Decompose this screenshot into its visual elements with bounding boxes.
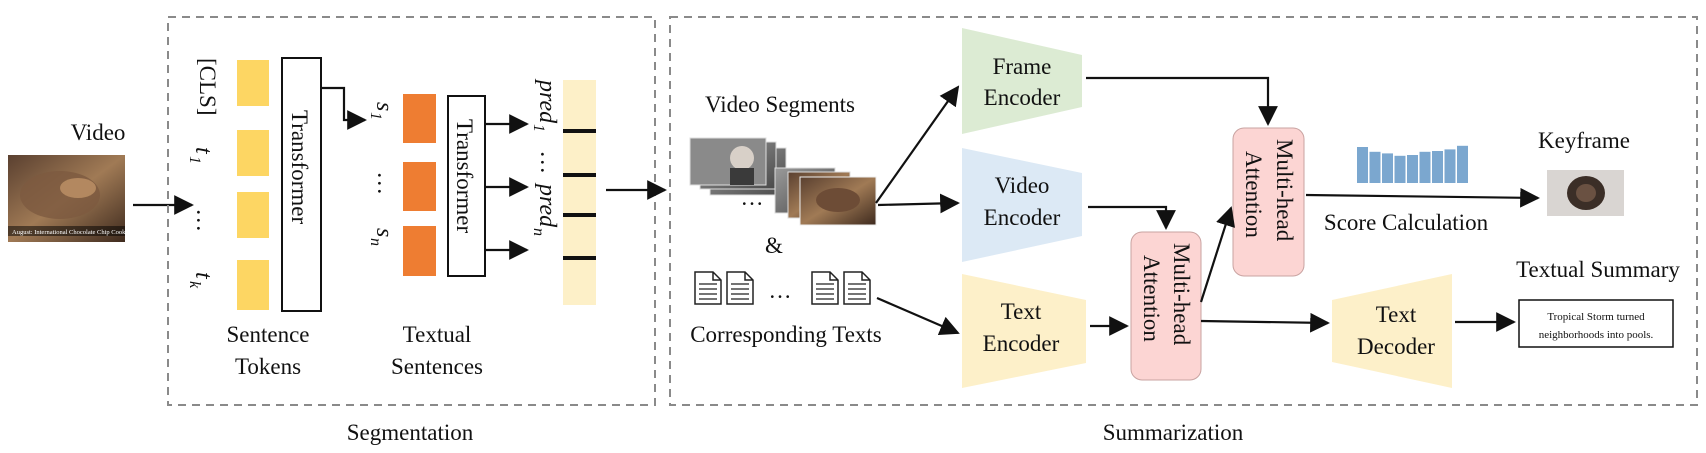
sentence-ellipsis: … xyxy=(372,173,398,194)
sentence-s1-sub: 1 xyxy=(367,112,384,120)
document-icon xyxy=(694,271,722,305)
summary-line-2: neighborhoods into pools. xyxy=(1539,329,1654,341)
document-icon xyxy=(811,271,839,305)
arrow-mha2-to-keyframe xyxy=(1305,187,1540,208)
video-encoder xyxy=(962,148,1082,262)
transformer-2-label: Transformer xyxy=(452,119,477,233)
sentence-sn: s xyxy=(371,228,397,237)
text-decoder-label-1: Text xyxy=(1376,302,1417,327)
transformer-1-label: Transformer xyxy=(287,110,312,224)
video-label: Video xyxy=(71,120,126,145)
arrow-mha1-to-mha2 xyxy=(1199,206,1236,303)
score-bar xyxy=(1432,151,1443,183)
docs-ellipsis: … xyxy=(769,278,792,303)
segmentation-box xyxy=(167,16,656,406)
thumbnail-caption: August: International Chocolate Chip Coo… xyxy=(12,229,143,236)
token-box xyxy=(237,130,269,176)
textual-sentences-label-1: Textual xyxy=(403,322,472,347)
arrow-mha1-to-text-decoder xyxy=(1200,312,1330,333)
keyframe-thumbnail xyxy=(1547,170,1624,216)
pred-ellipsis: … xyxy=(535,152,561,173)
arrow-segments-to-frame-encoder xyxy=(875,85,960,204)
token-ellipsis: … xyxy=(191,210,217,231)
score-bar xyxy=(1357,147,1368,183)
input-video-thumbnail: August: International Chocolate Chip Coo… xyxy=(8,155,143,242)
text-encoder-label-1: Text xyxy=(1001,299,1042,324)
transformer-2 xyxy=(447,95,486,277)
score-bar xyxy=(1419,151,1431,183)
token-cls: [CLS] xyxy=(195,58,220,116)
arrow-video-encoder-to-mha1 xyxy=(1088,205,1176,230)
frame-encoder-label-2: Encoder xyxy=(984,85,1061,110)
summary-box xyxy=(1518,299,1674,348)
multi-head-attention-2 xyxy=(1232,127,1305,277)
pred-bar xyxy=(563,80,596,305)
transformer-1 xyxy=(281,57,322,312)
multi-head-attention-1 xyxy=(1130,231,1202,381)
video-segment-thumbnails-2 xyxy=(774,167,877,226)
text-decoder-label-2: Decoder xyxy=(1357,334,1435,359)
text-encoder-label-2: Encoder xyxy=(983,331,1060,356)
score-calculation-label: Score Calculation xyxy=(1324,210,1489,235)
text-decoder xyxy=(1332,274,1452,388)
keyframe-label: Keyframe xyxy=(1538,128,1630,153)
mha-2-label-1: Multi-head xyxy=(1272,139,1297,242)
summarization-title: Summarization xyxy=(1103,420,1244,445)
summarization-box xyxy=(669,16,1698,406)
frame-encoder-label-1: Frame xyxy=(993,54,1052,79)
arrow-texts-to-text-encoder xyxy=(876,296,960,336)
pred-n-sub: n xyxy=(530,228,547,236)
document-icon xyxy=(726,271,754,305)
token-tk: t xyxy=(190,272,216,280)
token-tk-sub: k xyxy=(186,281,203,289)
pred-n: pred xyxy=(534,182,560,228)
pred-1: pred xyxy=(534,78,560,124)
token-box xyxy=(237,260,269,310)
sentence-tokens-label-2: Tokens xyxy=(235,354,301,379)
pred-1-sub: 1 xyxy=(530,124,547,132)
arrow-segments-to-video-encoder xyxy=(877,193,960,214)
textual-summary-label: Textual Summary xyxy=(1516,257,1680,282)
score-bar xyxy=(1444,149,1456,183)
sentence-sn-sub: n xyxy=(367,238,384,246)
video-segment-thumbnails-1 xyxy=(689,137,787,196)
token-t1: t xyxy=(190,147,216,155)
video-encoder-label-2: Encoder xyxy=(984,205,1061,230)
textual-sentences-label-2: Sentences xyxy=(391,354,483,379)
arrow-frame-encoder-to-mha2 xyxy=(1086,76,1278,126)
token-box xyxy=(237,192,269,238)
document-icon xyxy=(843,271,871,305)
score-bars xyxy=(1357,145,1468,183)
score-bar xyxy=(1394,155,1406,183)
summary-line-1: Tropical Storm turned xyxy=(1547,311,1645,323)
mha-1-label-2: Attention xyxy=(1139,255,1164,342)
sentence-box xyxy=(403,162,436,211)
segmentation-title: Segmentation xyxy=(347,420,474,445)
sentence-box xyxy=(403,226,436,276)
video-segments-label: Video Segments xyxy=(705,92,855,117)
segments-ellipsis: … xyxy=(741,185,764,210)
video-encoder-label-1: Video xyxy=(995,173,1050,198)
score-bar xyxy=(1382,153,1393,183)
mha-1-label-1: Multi-head xyxy=(1169,243,1194,346)
text-encoder xyxy=(962,274,1086,388)
score-bar xyxy=(1457,145,1468,183)
sentence-box xyxy=(403,94,436,143)
corresponding-texts-label: Corresponding Texts xyxy=(690,322,882,347)
token-box xyxy=(237,60,269,106)
score-bar xyxy=(1369,151,1381,183)
token-t1-sub: 1 xyxy=(186,156,203,164)
score-bar xyxy=(1407,155,1418,183)
sentence-s1: s xyxy=(371,102,397,111)
mha-2-label-2: Attention xyxy=(1241,151,1266,238)
sentence-tokens-label-1: Sentence xyxy=(226,322,309,347)
arrow-transformer1-to-sentences xyxy=(321,86,367,130)
frame-encoder xyxy=(962,28,1082,134)
ampersand: & xyxy=(765,233,783,258)
